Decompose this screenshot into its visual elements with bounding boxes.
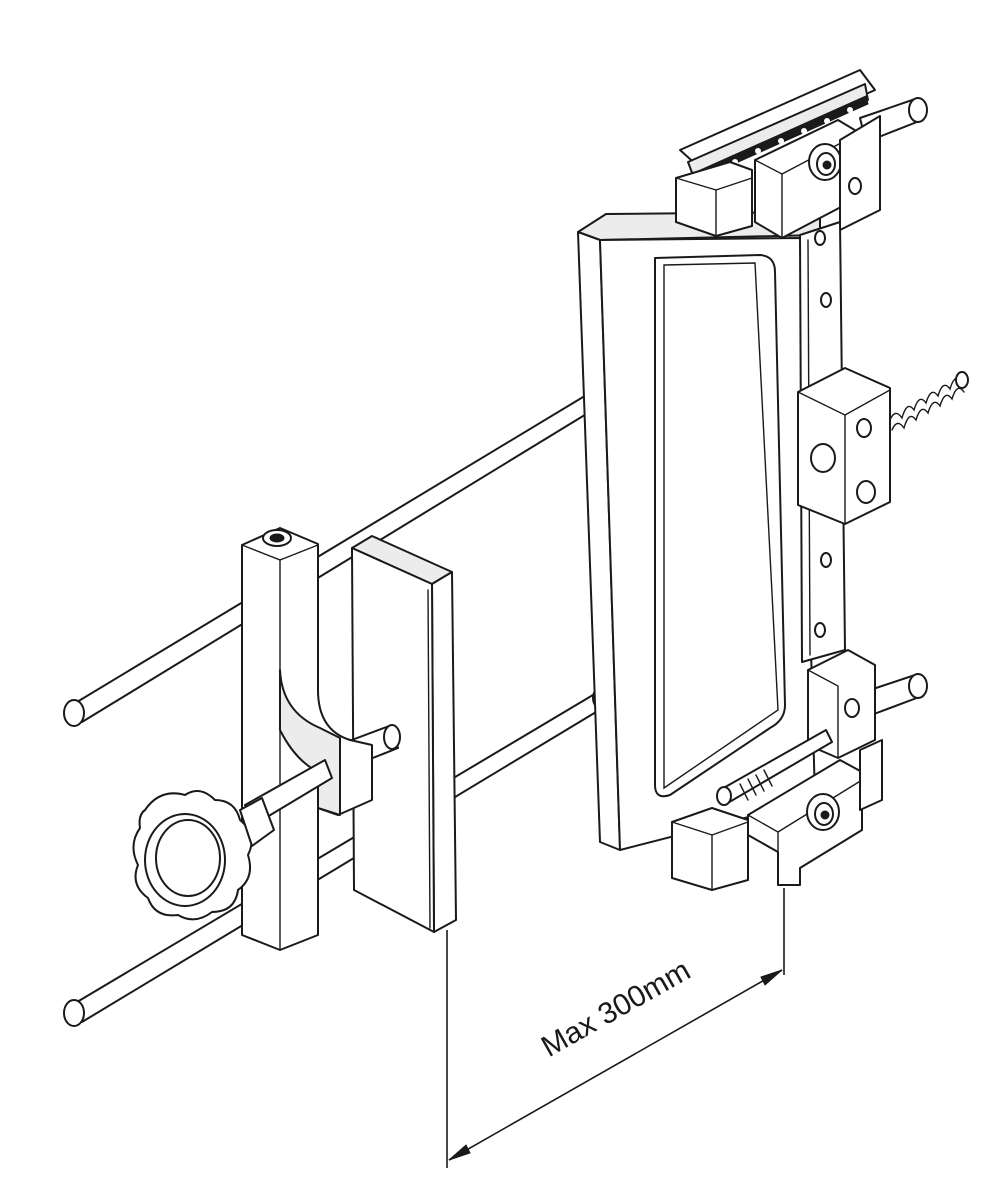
spring-clamp-block [797,367,891,525]
compression-spring [889,371,969,431]
max-width-dimension [446,888,785,1168]
upper-guide-rod [63,383,608,727]
clamp-saddle [241,527,401,951]
lower-head-assembly [671,649,928,891]
star-knob [132,759,333,921]
top-head-assembly [675,69,928,239]
